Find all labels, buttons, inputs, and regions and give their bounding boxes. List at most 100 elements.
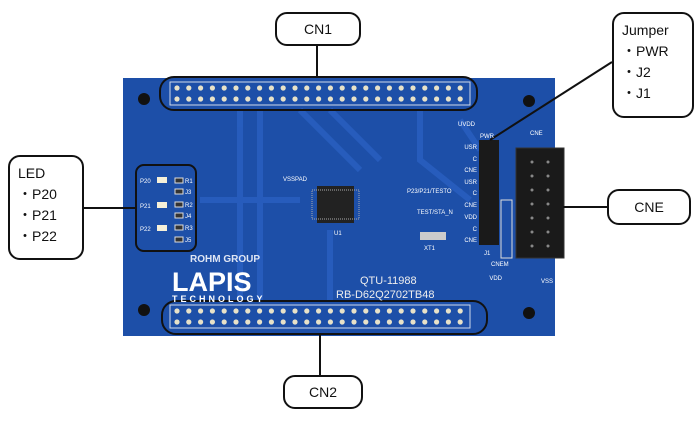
- callout-jumper-item: ・J2: [622, 64, 651, 80]
- silk-jumper-usr: USR: [464, 180, 477, 186]
- header-pin: [304, 85, 310, 91]
- header-pin: [186, 85, 192, 91]
- header-pin: [351, 85, 357, 91]
- header-pin: [233, 319, 239, 325]
- silk-u1: U1: [334, 231, 342, 237]
- traces: [200, 107, 483, 300]
- jumper-labels: USR C CNE USR C CNE VDD C CNE: [464, 145, 477, 244]
- silk-xt1: XT1: [424, 246, 436, 252]
- silk-vss: VSS: [541, 279, 553, 285]
- cne-pin: [546, 160, 550, 164]
- callout-cn1: CN1: [275, 12, 361, 46]
- header-pin: [233, 96, 239, 102]
- header-pin: [245, 85, 251, 91]
- brand-sub: TECHNOLOGY: [172, 294, 266, 304]
- header-pin: [186, 319, 192, 325]
- header-pin: [398, 319, 404, 325]
- header-pin: [257, 85, 263, 91]
- header-pin: [363, 319, 369, 325]
- silk-uvdd: UVDD: [458, 122, 476, 128]
- header-pin: [422, 308, 428, 314]
- cne-pin: [530, 216, 534, 220]
- header-pin: [457, 308, 463, 314]
- resistors: [174, 177, 184, 243]
- cne-pin: [546, 244, 550, 248]
- callout-jumper-item: ・J1: [622, 85, 651, 101]
- header-pin: [268, 96, 274, 102]
- header-pin: [339, 96, 345, 102]
- header-pin: [434, 319, 440, 325]
- header-pin: [339, 85, 345, 91]
- cne-pin: [546, 230, 550, 234]
- header-pin: [375, 85, 381, 91]
- header-pin: [339, 319, 345, 325]
- silk-jumper-cne: CNE: [464, 168, 477, 174]
- silk-jumper-vdd: VDD: [464, 215, 477, 221]
- callout-cn1-label: CN1: [303, 21, 332, 37]
- header-pin: [363, 308, 369, 314]
- silk-j3: J3: [185, 190, 192, 196]
- callout-jumper: Jumper ・PWR ・J2 ・J1: [612, 12, 694, 118]
- callout-jumper-title: Jumper: [622, 22, 669, 38]
- header-pin: [398, 85, 404, 91]
- header-pin: [457, 319, 463, 325]
- header-pin: [292, 308, 298, 314]
- silk-j5: J5: [185, 238, 192, 244]
- header-pin: [327, 308, 333, 314]
- header-pin: [198, 319, 204, 325]
- cn2-highlight: [161, 300, 488, 335]
- header-pin: [386, 308, 392, 314]
- callout-led-title: LED: [18, 165, 46, 181]
- cne-pin: [530, 230, 534, 234]
- model-name: RB-D62Q2702TB48: [336, 289, 434, 301]
- header-pin: [233, 308, 239, 314]
- header-pin: [434, 308, 440, 314]
- callout-led: LED ・P20 ・P21 ・P22: [8, 155, 84, 260]
- header-pin: [174, 96, 180, 102]
- callout-lines: [83, 45, 613, 375]
- header-pin: [445, 308, 451, 314]
- header-pin: [221, 96, 227, 102]
- header-pin: [422, 85, 428, 91]
- header-pin: [410, 308, 416, 314]
- cne-pin: [546, 188, 550, 192]
- header-pin: [398, 96, 404, 102]
- cn1-header: [169, 81, 471, 106]
- silk-vdd: VDD: [489, 276, 502, 282]
- header-pin: [280, 96, 286, 102]
- header-pin: [209, 319, 215, 325]
- header-pin: [198, 308, 204, 314]
- silk-j4: J4: [185, 214, 192, 220]
- header-pin: [280, 308, 286, 314]
- silk-jumper-cne: CNE: [464, 238, 477, 244]
- silk-jumper-c: C: [473, 191, 478, 197]
- cne-connector: [515, 147, 565, 259]
- cnem-header: [500, 199, 513, 259]
- header-pin: [386, 96, 392, 102]
- header-pin: [292, 96, 298, 102]
- callout-cne: CNE: [607, 189, 691, 225]
- header-pin: [316, 96, 322, 102]
- silk-test1: P23/P21/TESTO: [407, 189, 452, 195]
- callout-cn2: CN2: [283, 375, 363, 409]
- silk-p20: P20: [140, 179, 151, 185]
- silk-jumper-usr: USR: [464, 145, 477, 151]
- header-pin: [316, 308, 322, 314]
- header-pin: [174, 308, 180, 314]
- header-pin: [316, 319, 322, 325]
- header-pin: [386, 85, 392, 91]
- header-pin: [375, 319, 381, 325]
- header-pin: [363, 96, 369, 102]
- jumper-block: [479, 140, 499, 245]
- header-pin: [292, 85, 298, 91]
- header-pin: [434, 96, 440, 102]
- silk-cnem: CNEM: [491, 262, 509, 268]
- silk-cne: CNE: [530, 131, 543, 137]
- callout-cn2-label: CN2: [308, 384, 337, 400]
- cne-pin: [530, 202, 534, 206]
- header-pin: [375, 96, 381, 102]
- header-pin: [304, 96, 310, 102]
- cne-pin: [546, 174, 550, 178]
- silk-jumper-cne: CNE: [464, 203, 477, 209]
